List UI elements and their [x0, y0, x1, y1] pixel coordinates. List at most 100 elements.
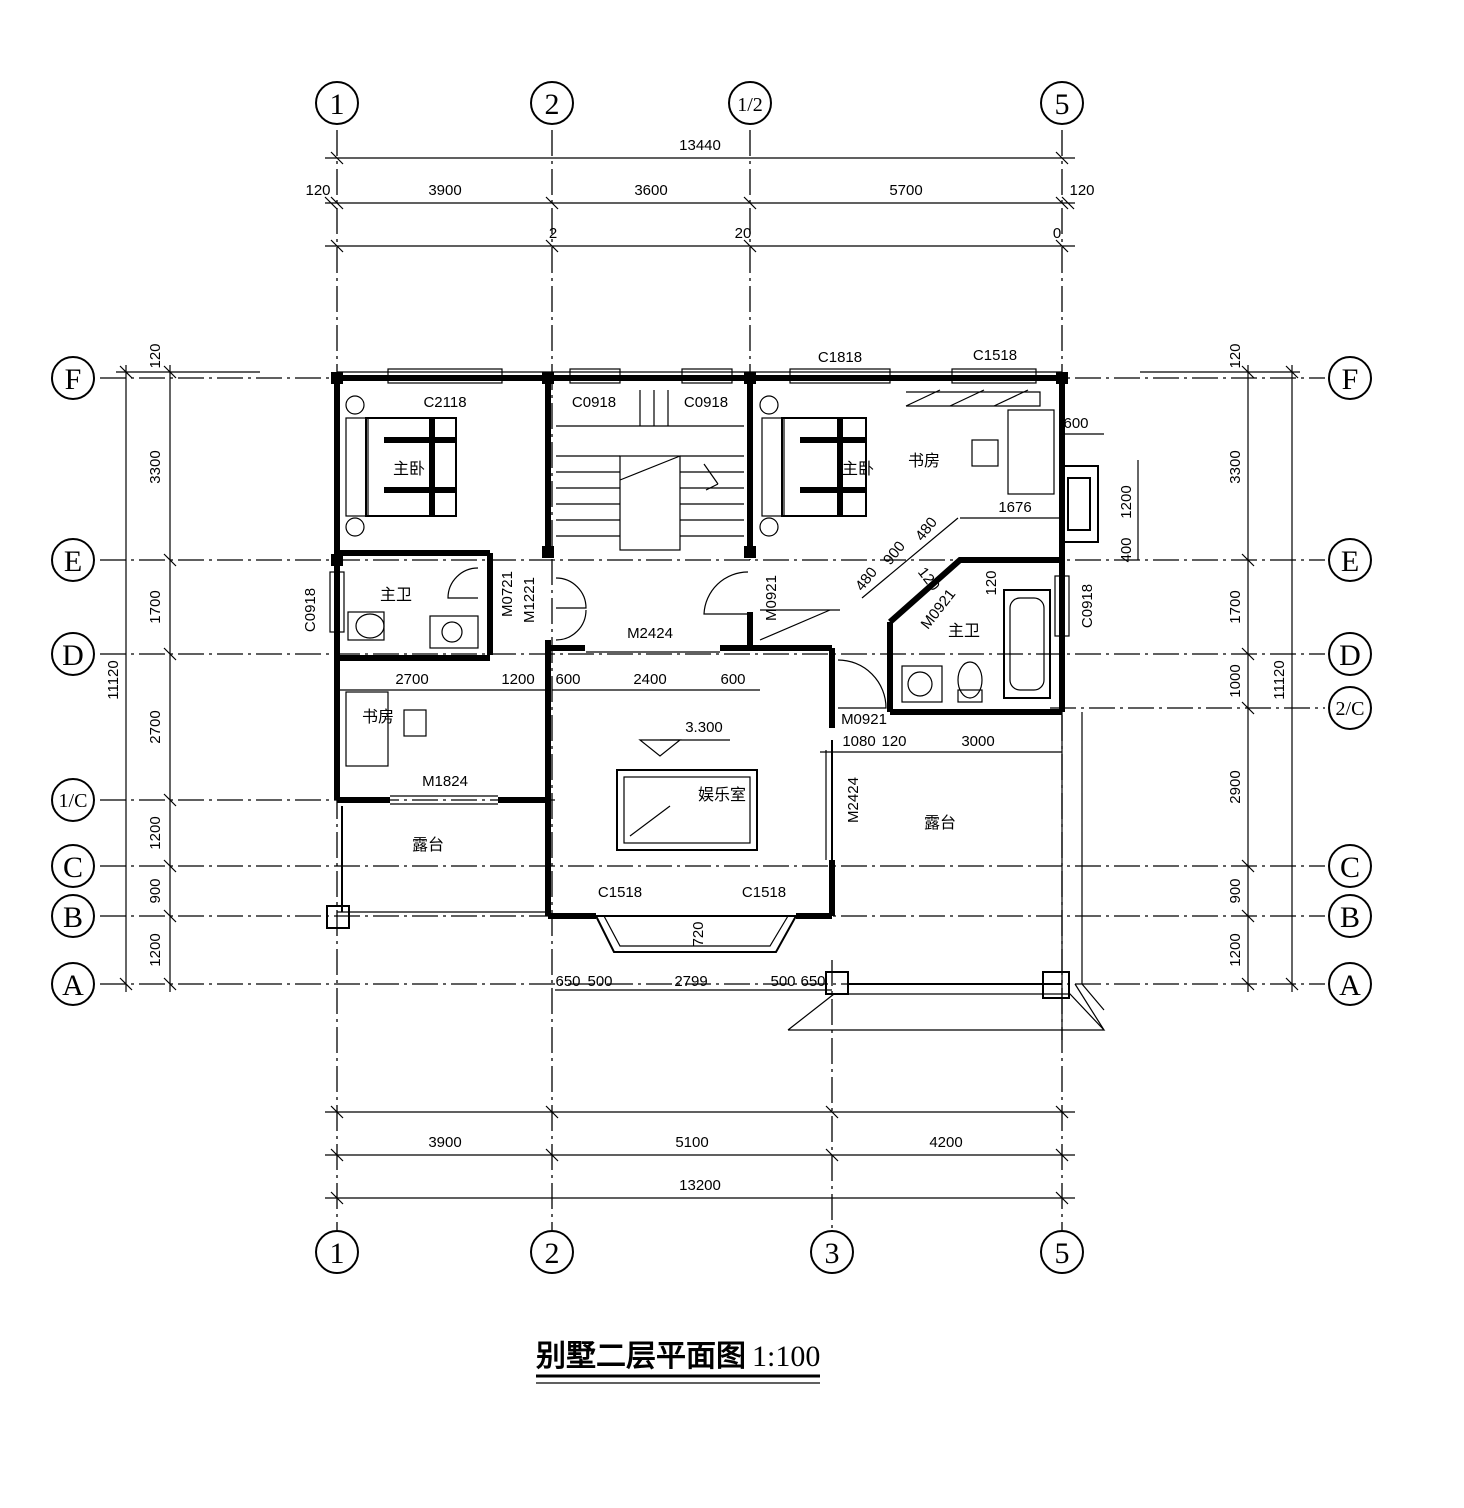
dimension-label: 1000 [1227, 664, 1244, 697]
dimension-label: 2400 [633, 671, 666, 688]
axis-bubble [728, 81, 772, 125]
dimension-bottom: 3900 5100 4200 13200 [325, 1105, 1075, 1205]
room-name: 露台 [412, 836, 444, 854]
columns [326, 372, 1070, 999]
axis-label: D [62, 639, 84, 672]
dimension-label: 4200 [929, 1134, 962, 1151]
dimension-label: 480 [852, 564, 881, 594]
dimension-label: 5700 [889, 182, 922, 199]
dimension-label: 3300 [147, 450, 164, 483]
axis-label: B [63, 901, 83, 934]
dimension-label: 13440 [679, 137, 721, 154]
dimension-label: 650 [800, 973, 825, 990]
walls [334, 371, 1099, 919]
axis-bubbles-top: 1 2 1/2 5 [315, 81, 1084, 125]
dimension-label: 1200 [501, 671, 534, 688]
dimension-label: 480 [912, 514, 941, 544]
axis-bubbles-bottom: 1 2 3 5 [315, 1230, 1084, 1274]
window-label: C1518 [598, 884, 642, 901]
axis-label: E [64, 545, 82, 578]
axis-bubble [530, 81, 574, 125]
room-name: 书房 [362, 708, 394, 726]
axis-bubble [51, 962, 95, 1006]
dimension-label: 120 [305, 182, 330, 199]
dimension-label: 600 [1063, 415, 1088, 432]
axis-label: 5 [1055, 88, 1070, 121]
axis-bubble [1328, 686, 1372, 730]
axis-label: 1 [330, 88, 345, 121]
window-label: C0918 [302, 588, 319, 632]
room-name: 主卫 [948, 622, 980, 640]
terraces [337, 712, 1106, 1040]
axis-bubble [1328, 632, 1372, 676]
axis-bubble [1040, 81, 1084, 125]
dimension-label: 2900 [1227, 770, 1244, 803]
dimension-label: 2799 [674, 973, 707, 990]
dimension-label: 3600 [634, 182, 667, 199]
dimension-label: 3000 [961, 733, 994, 750]
axis-bubble [51, 844, 95, 888]
dimension-label: 1080 [842, 733, 875, 750]
axis-label: 5 [1055, 1237, 1070, 1270]
door-label: M1221 [521, 577, 538, 623]
axis-label: C [1340, 851, 1360, 884]
axis-label: 1 [330, 1237, 345, 1270]
dimension-label: 900 [147, 878, 164, 903]
doors [390, 567, 887, 860]
axis-bubble [1040, 1230, 1084, 1274]
door-label: M0921 [763, 575, 780, 621]
axis-bubble [315, 81, 359, 125]
dimension-right: 120 3300 1700 1000 2900 900 1200 11120 [1140, 343, 1300, 992]
room-name: 露台 [924, 814, 956, 832]
axis-bubbles-right: F E D 2/C C B A [1328, 356, 1372, 1006]
dimension-label: 1700 [147, 590, 164, 623]
axis-bubble [51, 894, 95, 938]
axis-label: 2/C [1336, 698, 1365, 720]
window-label: C0918 [1079, 584, 1096, 628]
furniture [345, 389, 1055, 851]
axis-label: D [1339, 639, 1361, 672]
dimension-label: 1700 [1227, 590, 1244, 623]
dimension-top: 13440 120 3900 3600 5700 120 2 20 0 [305, 137, 1095, 253]
dimension-label: 3300 [1227, 450, 1244, 483]
axis-bubble [1328, 844, 1372, 888]
dimension-label: 1200 [1118, 485, 1135, 518]
axis-bubble [1328, 962, 1372, 1006]
axis-bubble [51, 356, 95, 400]
axis-label: A [1339, 969, 1361, 1002]
windows [329, 368, 1070, 953]
axis-label: 1/C [59, 790, 88, 812]
axis-bubbles-left: F E D 1/C C B A [51, 356, 95, 1006]
window-label: C1818 [818, 349, 862, 366]
room-name: 主卧 [842, 460, 874, 478]
dimension-label: 120 [983, 570, 1000, 595]
door-label: M1824 [422, 773, 468, 790]
axis-label: 3 [825, 1237, 840, 1270]
room-name: 娱乐室 [698, 786, 746, 804]
dimension-label: 5100 [675, 1134, 708, 1151]
axis-bubble [1328, 356, 1372, 400]
scale-text: 1:100 [752, 1340, 820, 1373]
dimension-label: 500 [770, 973, 795, 990]
dimension-label: 2700 [147, 710, 164, 743]
door-label: M0921 [841, 711, 887, 728]
drawing-title: 别墅二层平面图 1:100 [536, 1340, 820, 1384]
dimension-label: 2 [549, 225, 557, 242]
window-label: C1518 [973, 347, 1017, 364]
dimension-label: 11120 [1271, 660, 1288, 700]
dimension-label: 120 [1069, 182, 1094, 199]
dimension-label: 3900 [428, 182, 461, 199]
window-label: C2118 [423, 394, 466, 411]
axis-label: C [63, 851, 83, 884]
axis-bubble [51, 538, 95, 582]
dimension-left: 120 3300 1700 2700 1200 900 1200 11120 [105, 343, 260, 992]
room-name: 主卫 [380, 586, 412, 604]
dimension-label: 11120 [105, 660, 122, 700]
dimension-label: 720 [690, 921, 707, 946]
dimension-label: 0 [1053, 225, 1061, 242]
window-label: C1518 [742, 884, 786, 901]
level-mark: 3.300 [685, 719, 723, 736]
window-label: C0918 [572, 394, 616, 411]
dimension-label: 2700 [395, 671, 428, 688]
axis-label: E [1341, 545, 1359, 578]
